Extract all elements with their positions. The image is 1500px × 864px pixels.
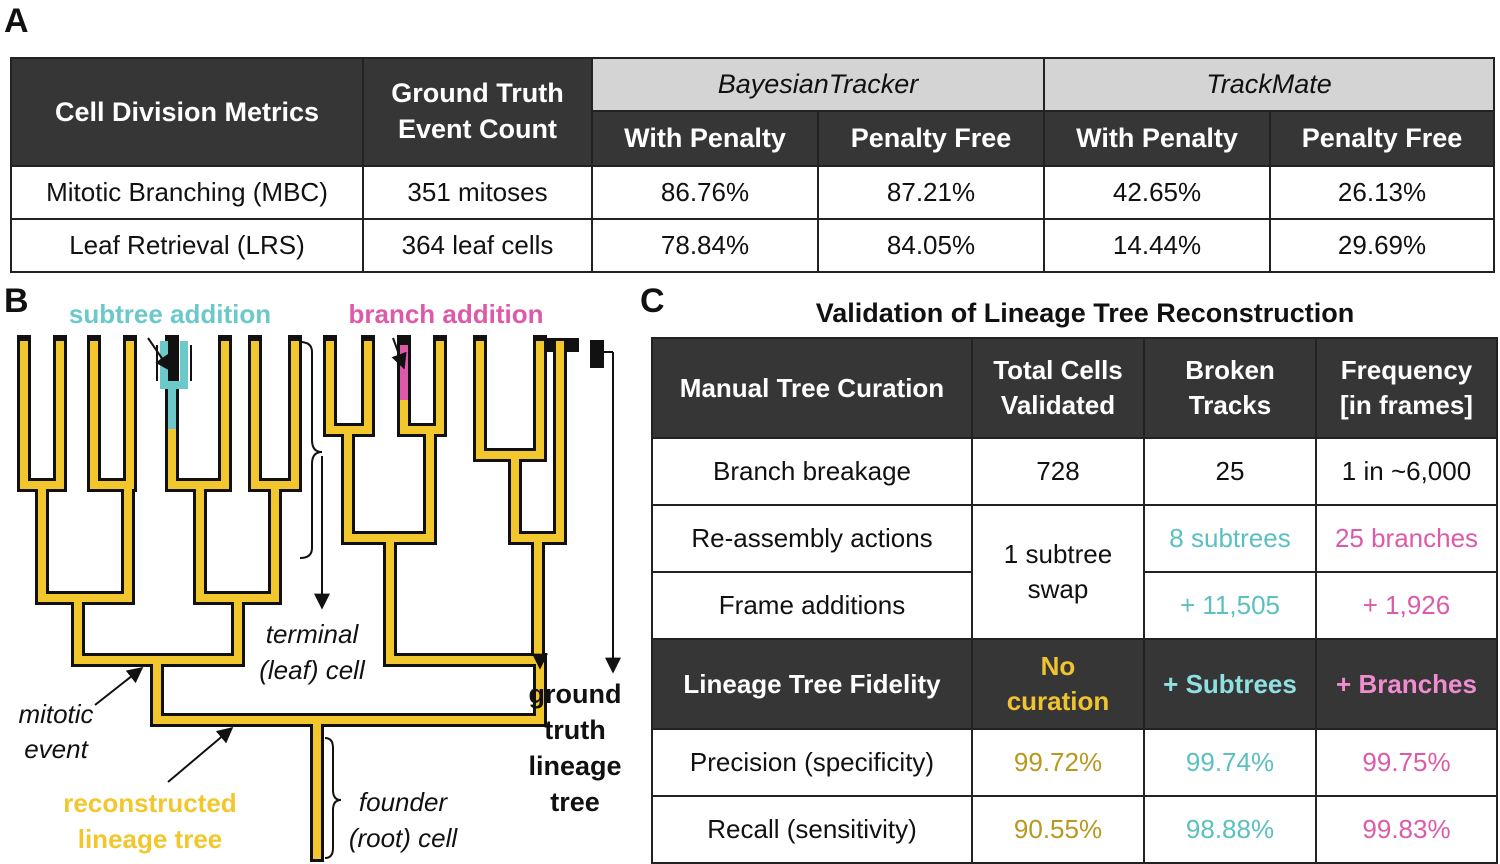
metric-cell: Mitotic Branching (MBC) (10, 165, 364, 220)
label-subtree-addition: subtree addition (69, 299, 271, 329)
count-cell: 364 leaf cells (362, 218, 593, 273)
header-lineage-fidelity: Lineage Tree Fidelity (651, 638, 973, 730)
metric-cell: Leaf Retrieval (LRS) (10, 218, 364, 273)
value-cell: 14.44% (1043, 218, 1272, 273)
header-tm-penalty-free: Penalty Free (1269, 110, 1496, 167)
value-cell: 8 subtrees (1143, 504, 1317, 573)
table-row: Branch breakage 728 25 1 in ~6,000 (651, 437, 1498, 506)
header-bayesiantracker: BayesianTracker (590, 57, 1046, 112)
root-bracket (324, 737, 342, 859)
value-cell: + 11,505 (1143, 571, 1317, 640)
value-cell: 90.55% (971, 795, 1145, 864)
label-event: event (24, 734, 89, 764)
ground-truth-block (590, 340, 604, 368)
header-frequency-line2: [in frames] (1340, 390, 1473, 420)
row-label: Re-assembly actions (651, 504, 973, 573)
header-no-curation: No curation (971, 638, 1145, 730)
label-truth: truth (544, 715, 605, 745)
value-cell: 26.13% (1269, 165, 1496, 220)
header-ground-truth: Ground Truth Event Count (362, 57, 593, 167)
header-bt-with-penalty: With Penalty (591, 110, 819, 167)
header-broken-tracks: Broken Tracks (1143, 337, 1317, 439)
label-tree: tree (550, 787, 600, 817)
header-ground-truth-line1: Ground Truth (391, 78, 564, 109)
header-manual-tree-curation: Manual Tree Curation (651, 337, 973, 439)
table-row: Mitotic Branching (MBC) 351 mitoses 86.7… (10, 165, 1496, 220)
header-broken-line2: Tracks (1188, 390, 1272, 420)
value-cell: 99.72% (971, 728, 1145, 797)
row-label: Frame additions (651, 571, 973, 640)
label-ground: ground (529, 679, 622, 709)
subtree-swap-line1: 1 subtree (1003, 538, 1113, 569)
table-row: Recall (sensitivity) 90.55% 98.88% 99.83… (651, 795, 1498, 864)
header-no-curation-line1: No (1040, 651, 1076, 682)
table-row: Precision (specificity) 99.72% 99.74% 99… (651, 728, 1498, 797)
cell-division-metrics-table: Cell Division Metrics Ground Truth Event… (10, 57, 1496, 273)
lineage-validation-table: Manual Tree Curation Total Cells Validat… (651, 337, 1498, 864)
value-cell: 728 (971, 437, 1145, 506)
count-cell: 351 mitoses (362, 165, 593, 220)
label-mitotic: mitotic (18, 699, 93, 729)
subtree-addition-segment (160, 341, 188, 429)
header-total-line2: Validated (1000, 390, 1116, 420)
header-tm-with-penalty: With Penalty (1043, 110, 1272, 167)
header-total-line1: Total Cells (993, 355, 1123, 386)
label-founder: founder (359, 787, 449, 817)
value-cell: 25 (1143, 437, 1317, 506)
value-cell: 1 in ~6,000 (1315, 437, 1498, 506)
value-cell: 84.05% (816, 218, 1046, 273)
panel-label-a: A (4, 2, 29, 40)
value-cell: 99.75% (1315, 728, 1498, 797)
value-cell: 98.88% (1143, 795, 1317, 864)
value-cell: 99.83% (1315, 795, 1498, 864)
row-label: Branch breakage (651, 437, 973, 506)
value-cell: 86.76% (591, 165, 819, 220)
header-trackmate: TrackMate (1043, 57, 1496, 112)
label-reconstructed: reconstructed (63, 788, 236, 818)
header-total-cells: Total Cells Validated (971, 337, 1145, 439)
label-branch-addition: branch addition (349, 299, 544, 329)
leaf-bracket (299, 341, 323, 559)
value-cell: 87.21% (816, 165, 1046, 220)
row-label: Precision (specificity) (651, 728, 973, 797)
row-label: Recall (sensitivity) (651, 795, 973, 864)
arrow-subtree (147, 337, 171, 372)
header-ground-truth-line2: Event Count (398, 114, 557, 144)
header-branches: + Branches (1315, 638, 1498, 730)
label-lineage: lineage (528, 751, 621, 781)
header-bt-penalty-free: Penalty Free (816, 110, 1046, 167)
header-frequency: Frequency [in frames] (1315, 337, 1498, 439)
header-frequency-line1: Frequency (1340, 355, 1473, 386)
arrow-branch (391, 337, 407, 370)
reconstructed-tree-fill (20, 341, 564, 859)
label-terminal: terminal (266, 619, 360, 649)
value-cell: 99.74% (1143, 728, 1317, 797)
annotation-arrows (94, 337, 621, 783)
table-row: Re-assembly actions 1 subtree swap 8 sub… (651, 504, 1498, 640)
label-lineage-tree: lineage tree (78, 824, 223, 854)
subtree-swap-line2: swap (1027, 574, 1089, 604)
panel-c-title: Validation of Lineage Tree Reconstructio… (815, 298, 1355, 328)
value-cell: 78.84% (591, 218, 819, 273)
header-subtrees: + Subtrees (1143, 638, 1317, 730)
lineage-tree-diagram: subtree addition branch addition termina… (17, 299, 622, 862)
value-cell: + 1,926 (1315, 571, 1498, 640)
header-cell-division-metrics: Cell Division Metrics (10, 57, 364, 167)
label-root-cell: (root) cell (349, 823, 459, 853)
panel-label-b: B (4, 282, 29, 320)
header-broken-line1: Broken (1185, 355, 1275, 386)
table-row: Frame additions + 11,505 + 1,926 (651, 571, 1498, 640)
value-cell: 29.69% (1269, 218, 1496, 273)
value-cell: 25 branches (1315, 504, 1498, 573)
arrow-mitotic (94, 667, 144, 706)
value-cell: 42.65% (1043, 165, 1272, 220)
arrow-reconstructed (167, 726, 234, 783)
label-leaf-cell: (leaf) cell (259, 655, 366, 685)
table-row: Leaf Retrieval (LRS) 364 leaf cells 78.8… (10, 218, 1496, 273)
header-no-curation-line2: curation (1006, 686, 1110, 716)
subtree-swap-cell: 1 subtree swap (971, 504, 1145, 640)
panel-label-c: C (640, 282, 665, 320)
